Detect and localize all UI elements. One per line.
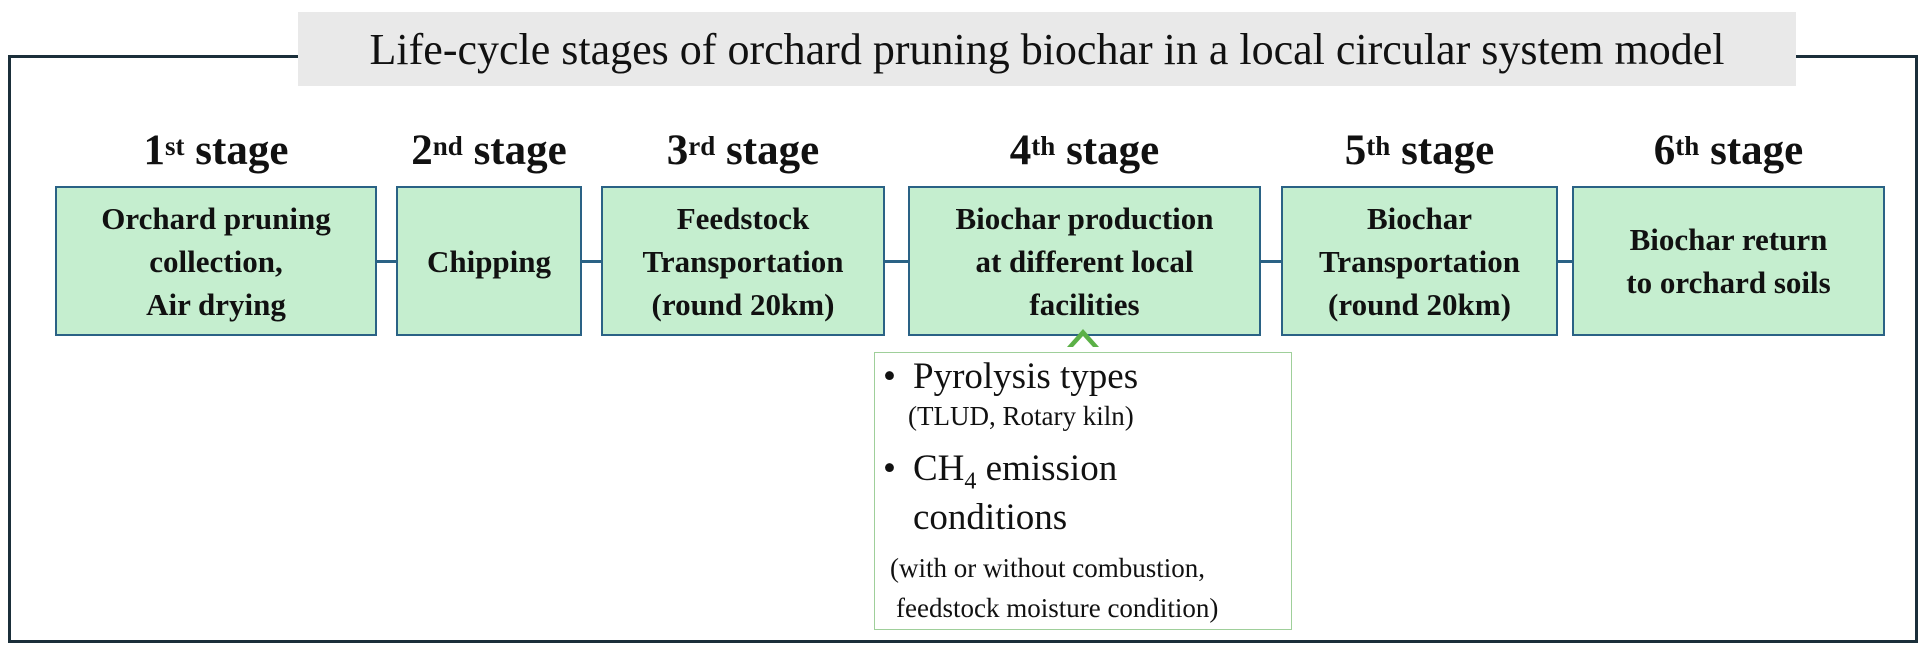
connector-5-6 — [1558, 260, 1572, 263]
ch4-subscript: 4 — [964, 468, 977, 495]
stage-2-text: Chipping — [426, 243, 552, 279]
diagram-title: Life-cycle stages of orchard pruning bio… — [298, 12, 1796, 86]
stage-1-word: stage — [195, 126, 289, 174]
connector-3-4 — [885, 260, 908, 263]
stage-6-ordinal: th — [1675, 130, 1700, 161]
bullet-marker: • — [883, 448, 896, 489]
pyrolysis-detail: (TLUD, Rotary kiln) — [908, 401, 1134, 431]
stage-5-ordinal: th — [1366, 130, 1391, 161]
stage-3-text: Feedstock Transportation (round 20km) — [642, 200, 844, 322]
stage-3-ordinal: rd — [688, 130, 716, 161]
stage-4-box: Biochar production at different local fa… — [908, 186, 1261, 336]
stage-2-number: 2 — [411, 126, 433, 174]
stage-4-word: stage — [1066, 126, 1160, 174]
stage-5-box: Biochar Transportation (round 20km) — [1281, 186, 1558, 336]
stage-1-number: 1 — [143, 126, 166, 174]
stage-6-box: Biochar return to orchard soils — [1572, 186, 1885, 336]
stage-2-box: Chipping — [396, 186, 582, 336]
connector-2-3 — [582, 260, 601, 263]
chevron-up-icon — [1067, 329, 1099, 347]
stage-3-box: Feedstock Transportation (round 20km) — [601, 186, 885, 336]
stage-3-number: 3 — [666, 126, 689, 174]
stage-5-word: stage — [1401, 126, 1495, 174]
ch4-bullet: • CH4 emission — [883, 447, 1117, 495]
stage-6-word: stage — [1710, 126, 1804, 174]
stage-1-box: Orchard pruning collection, Air drying — [55, 186, 377, 336]
bullet-marker: • — [883, 356, 896, 397]
stage-4-text: Biochar production at different local fa… — [955, 200, 1214, 322]
stage-6-number: 6 — [1653, 126, 1676, 174]
pyrolysis-label: Pyrolysis types — [913, 356, 1139, 397]
stage-4-notes: • Pyrolysis types (TLUD, Rotary kiln) • CH… — [874, 352, 1292, 630]
stage-4-ordinal: th — [1031, 130, 1056, 161]
ch4-formula: CH — [913, 448, 965, 489]
stage-2-word: stage — [473, 126, 567, 174]
stage-6-text: Biochar return to orchard soils — [1626, 222, 1831, 300]
stage-4-number: 4 — [1009, 126, 1032, 174]
stage-1-ordinal: st — [165, 130, 185, 161]
stage-2-ordinal: nd — [432, 130, 463, 161]
stage-1-text: Orchard pruning collection, Air drying — [101, 200, 331, 322]
pyrolysis-bullet: • Pyrolysis types — [883, 355, 1138, 398]
connector-1-2 — [377, 260, 396, 263]
stage-5-number: 5 — [1344, 126, 1367, 174]
ch4-emission-label: emission — [976, 448, 1118, 489]
conditions-detail-line-2: feedstock moisture condition) — [896, 593, 1219, 623]
ch4-conditions: conditions — [913, 497, 1068, 538]
stage-5-text: Biochar Transportation (round 20km) — [1319, 200, 1520, 322]
diagram-title-text: Life-cycle stages of orchard pruning bio… — [369, 24, 1725, 74]
connector-4-5 — [1261, 260, 1281, 263]
conditions-detail-line-1: (with or without combustion, — [890, 553, 1205, 583]
stage-3-word: stage — [726, 126, 820, 174]
